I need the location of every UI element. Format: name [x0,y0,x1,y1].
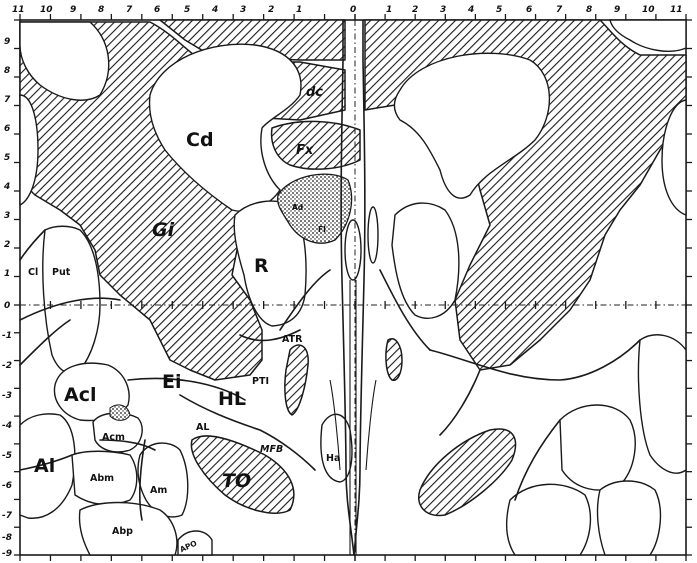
top-tick-label: 9 [614,5,620,15]
label-am: Am [150,485,167,496]
top-tick-label: 10 [40,5,53,15]
left-tick-label: 2 [4,240,10,250]
label-acm: Acm [102,432,125,443]
left-tick-label: 5 [4,153,10,163]
label-gi: Gi [152,219,175,241]
top-tick-label: 11 [12,5,25,15]
top-tick-label-zero: 0 [350,5,356,15]
left-tick-label: -5 [2,451,12,461]
top-tick-label: 5 [184,5,190,15]
top-tick-label: 8 [586,5,592,15]
left-tick-label: -7 [2,511,13,521]
left-small-tract [285,345,308,415]
left-tick-label: 4 [3,182,10,192]
top-tick-label: 8 [98,5,104,15]
left-tick-label: -1 [2,331,12,341]
label-cl: Cl [28,267,38,278]
left-tick-label: -6 [2,481,12,491]
top-tick-label: 2 [412,5,418,15]
top-tick-label: 6 [154,5,160,15]
right-small-tract [386,339,402,381]
left-tick-label: -4 [2,421,12,431]
left-tick-label: -2 [2,361,12,371]
right-edge-lobe [638,335,686,473]
label-r: R [254,255,269,277]
top-tick-label: 5 [496,5,502,15]
right-lower-lobe-1 [560,405,635,490]
left-tick-label: -9 [2,549,12,559]
left-tick-label-zero: 0 [4,301,10,311]
label-pti: PTI [252,376,269,387]
label-put: Put [52,267,71,278]
label-fx: Fx [296,143,314,158]
label-fi: FI [318,225,326,234]
top-tick-label: 9 [70,5,76,15]
top-tick-label: 6 [526,5,532,15]
optic-tract-right [419,429,516,515]
top-tick-label: 10 [642,5,655,15]
fornix-hatch [272,121,360,169]
top-tick-label: 4 [211,5,218,15]
label-to: TO [222,470,251,492]
top-tick-label: 3 [240,5,246,15]
putamen [43,226,100,373]
label-hl: HL [218,388,246,410]
left-axis-labels: 9 8 7 6 5 4 3 2 1 0 -1 -2 -3 -4 -5 -6 -7… [2,37,13,559]
label-abm: Abm [90,473,114,484]
top-tick-label: 7 [556,5,563,15]
top-tick-label: 3 [440,5,446,15]
right-lower-lobe-3 [598,481,661,555]
top-tick-label: 11 [670,5,683,15]
top-tick-label: 7 [126,5,133,15]
left-tick-label: -3 [2,391,12,401]
label-al: Al [34,455,55,477]
top-tick-label: 4 [467,5,474,15]
label-ad: Ad [292,203,303,212]
top-tick-label: 2 [268,5,274,15]
label-atr: ATR [282,334,303,345]
top-tick-label: 1 [386,5,392,15]
label-mfb: MFB [260,444,283,455]
left-tick-label: 9 [4,37,10,47]
left-tick-label: 7 [4,95,11,105]
top-axis-labels: 11 10 9 8 7 6 5 4 3 2 1 0 1 2 3 4 5 6 7 … [12,5,683,15]
top-tick-label: 1 [296,5,302,15]
left-tick-label: 1 [4,269,10,279]
label-ha: Ha [326,453,340,464]
label-abp: Abp [112,526,133,537]
left-tick-label: 3 [4,211,10,221]
right-lower-lobe-2 [507,484,591,555]
left-tick-label: -8 [2,533,12,543]
left-tick-label: 8 [4,66,10,76]
left-tick-label: 6 [4,124,10,134]
label-acl: Acl [64,384,96,406]
right-reticular [392,203,459,318]
label-cd: Cd [186,129,214,151]
label-dc: dc [306,85,323,100]
label-ei: Ei [162,371,182,393]
label-al-small: AL [196,422,209,433]
